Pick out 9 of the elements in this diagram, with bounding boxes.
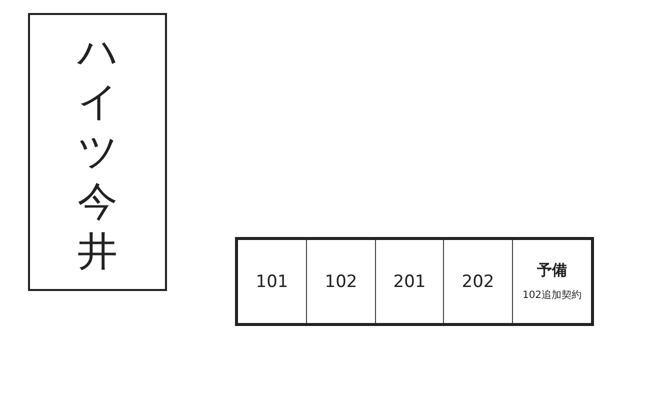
cell-heading: 予備 xyxy=(537,261,567,280)
room-number: 102 xyxy=(324,272,358,292)
room-number: 201 xyxy=(393,272,426,292)
room-number: 101 xyxy=(256,272,288,292)
room-number: 202 xyxy=(462,272,494,292)
cell-note: 102追加契約 xyxy=(522,288,582,302)
sign-text: ハイツ今井 xyxy=(78,28,118,277)
box-frame xyxy=(235,237,594,326)
name-sign xyxy=(28,13,167,291)
